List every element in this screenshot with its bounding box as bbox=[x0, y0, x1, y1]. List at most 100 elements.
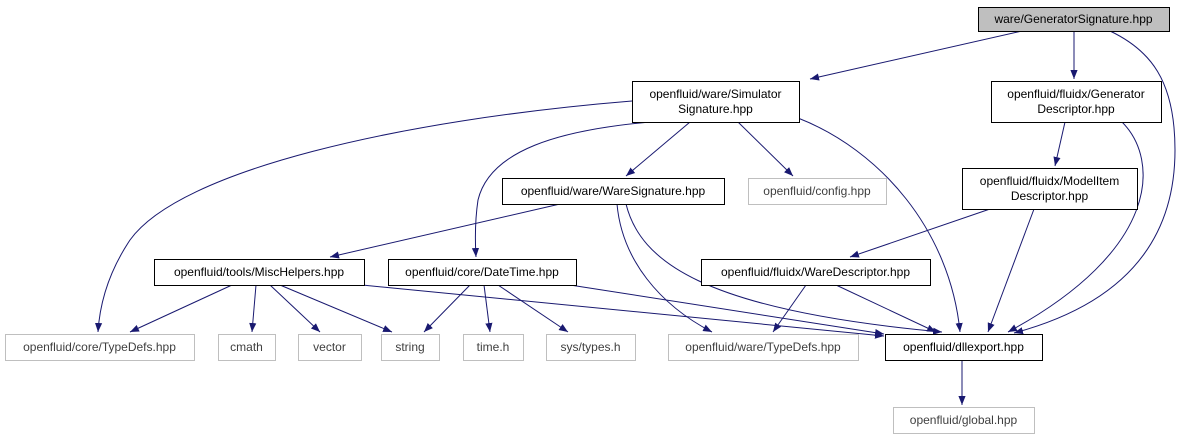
edge-line bbox=[361, 284, 885, 339]
node-global: openfluid/global.hpp bbox=[893, 407, 1035, 434]
edge-mitemdesc-to-dllexport bbox=[987, 208, 1035, 333]
node-box bbox=[154, 259, 365, 286]
edge-line bbox=[835, 284, 937, 333]
node-label: openfluid/tools/MiscHelpers.hpp bbox=[174, 265, 344, 279]
node-label: openfluid/fluidx/WareDescriptor.hpp bbox=[721, 265, 910, 279]
edge-line bbox=[129, 284, 233, 333]
node-label: openfluid/ware/Simulator bbox=[649, 87, 781, 101]
edge-line bbox=[625, 121, 691, 177]
edge-datetime-to-systypes bbox=[497, 284, 569, 333]
node-box bbox=[546, 334, 636, 361]
node-systypes: sys/types.h bbox=[546, 334, 636, 361]
node-box bbox=[5, 334, 195, 361]
node-label: vector bbox=[313, 340, 346, 354]
node-label: Descriptor.hpp bbox=[1037, 102, 1115, 116]
node-coretypedefs: openfluid/core/TypeDefs.hpp bbox=[5, 334, 195, 361]
node-dllexport[interactable]: openfluid/dllexport.hpp bbox=[885, 334, 1043, 361]
node-label: cmath bbox=[230, 340, 263, 354]
edge-waredesc-to-dllexport bbox=[835, 284, 937, 333]
node-box bbox=[748, 178, 887, 205]
node-label: openfluid/ware/WareSignature.hpp bbox=[521, 184, 706, 198]
node-label: openfluid/ware/TypeDefs.hpp bbox=[685, 340, 841, 354]
edge-misc-to-dllexport bbox=[361, 284, 885, 339]
node-label: sys/types.h bbox=[560, 340, 620, 354]
edge-waresig-to-misc bbox=[329, 203, 561, 259]
node-label: ware/GeneratorSignature.hpp bbox=[993, 12, 1152, 26]
node-waresig[interactable]: openfluid/ware/WareSignature.hpp bbox=[502, 178, 725, 205]
edge-gendesc-to-dllexport bbox=[1007, 121, 1144, 333]
edge-line bbox=[737, 121, 794, 177]
edge-line bbox=[497, 284, 569, 333]
edge-simsig-to-dllexport bbox=[797, 117, 963, 333]
edge-line bbox=[483, 284, 493, 333]
node-misc[interactable]: openfluid/tools/MiscHelpers.hpp bbox=[154, 259, 365, 286]
edge-datetime-to-timeh bbox=[483, 284, 493, 333]
edge-line bbox=[569, 284, 885, 337]
node-root[interactable]: ware/GeneratorSignature.hpp bbox=[978, 7, 1170, 32]
edge-misc-to-cmath bbox=[249, 284, 257, 333]
edge-line bbox=[423, 284, 471, 333]
edge-line bbox=[94, 100, 633, 333]
node-box bbox=[218, 334, 276, 361]
node-waretypedefs: openfluid/ware/TypeDefs.hpp bbox=[668, 334, 859, 361]
edge-line bbox=[809, 30, 1023, 81]
node-box bbox=[978, 7, 1170, 32]
node-box bbox=[388, 259, 577, 286]
edge-line bbox=[625, 203, 943, 335]
node-label: openfluid/fluidx/Generator bbox=[1007, 87, 1144, 101]
node-box bbox=[885, 334, 1043, 361]
node-cmath: cmath bbox=[218, 334, 276, 361]
edge-line bbox=[471, 121, 651, 258]
node-vector: vector bbox=[298, 334, 362, 361]
node-label: string bbox=[395, 340, 424, 354]
node-config: openfluid/config.hpp bbox=[748, 178, 887, 205]
edge-line bbox=[616, 203, 713, 333]
edge-line bbox=[1053, 121, 1066, 167]
edge-misc-to-coretypedefs bbox=[129, 284, 233, 333]
node-label: time.h bbox=[477, 340, 510, 354]
node-label: openfluid/fluidx/ModelItem bbox=[980, 174, 1119, 188]
edge-gendesc-to-mitemdesc bbox=[1053, 121, 1066, 167]
edge-line bbox=[1007, 121, 1144, 333]
node-box bbox=[298, 334, 362, 361]
edge-waresig-to-waretypedefs bbox=[616, 203, 713, 333]
edge-line bbox=[279, 284, 393, 333]
edge-line bbox=[269, 284, 321, 333]
edge-line bbox=[772, 284, 807, 333]
node-box bbox=[701, 259, 931, 286]
edge-line bbox=[987, 208, 1035, 333]
node-label: openfluid/core/TypeDefs.hpp bbox=[23, 340, 176, 354]
edge-line bbox=[797, 117, 963, 333]
node-box bbox=[463, 334, 524, 361]
edge-simsig-to-datetime bbox=[471, 121, 651, 258]
node-box bbox=[893, 407, 1035, 434]
edge-datetime-to-dllexport bbox=[569, 284, 885, 337]
node-box bbox=[991, 81, 1162, 123]
node-label: openfluid/config.hpp bbox=[763, 184, 871, 198]
edge-simsig-to-coretypedefs bbox=[94, 100, 633, 333]
node-string: string bbox=[381, 334, 440, 361]
node-box bbox=[962, 168, 1138, 210]
node-waredesc[interactable]: openfluid/fluidx/WareDescriptor.hpp bbox=[701, 259, 931, 286]
node-box bbox=[502, 178, 725, 205]
node-label: openfluid/dllexport.hpp bbox=[903, 340, 1024, 354]
edge-line bbox=[249, 284, 257, 333]
edge-misc-to-string bbox=[279, 284, 393, 333]
edge-root-to-simsig bbox=[809, 30, 1023, 81]
node-label: openfluid/global.hpp bbox=[910, 413, 1018, 427]
edges-layer bbox=[94, 30, 1176, 405]
edge-simsig-to-waresig bbox=[625, 121, 691, 177]
edge-misc-to-vector bbox=[269, 284, 321, 333]
node-box bbox=[668, 334, 859, 361]
node-box bbox=[632, 81, 800, 123]
edge-waresig-to-dllexport bbox=[625, 203, 943, 335]
edge-simsig-to-config bbox=[737, 121, 794, 177]
node-datetime[interactable]: openfluid/core/DateTime.hpp bbox=[388, 259, 577, 286]
node-box bbox=[381, 334, 440, 361]
edge-root-to-dllexport bbox=[1013, 30, 1176, 335]
node-label: openfluid/core/DateTime.hpp bbox=[405, 265, 559, 279]
